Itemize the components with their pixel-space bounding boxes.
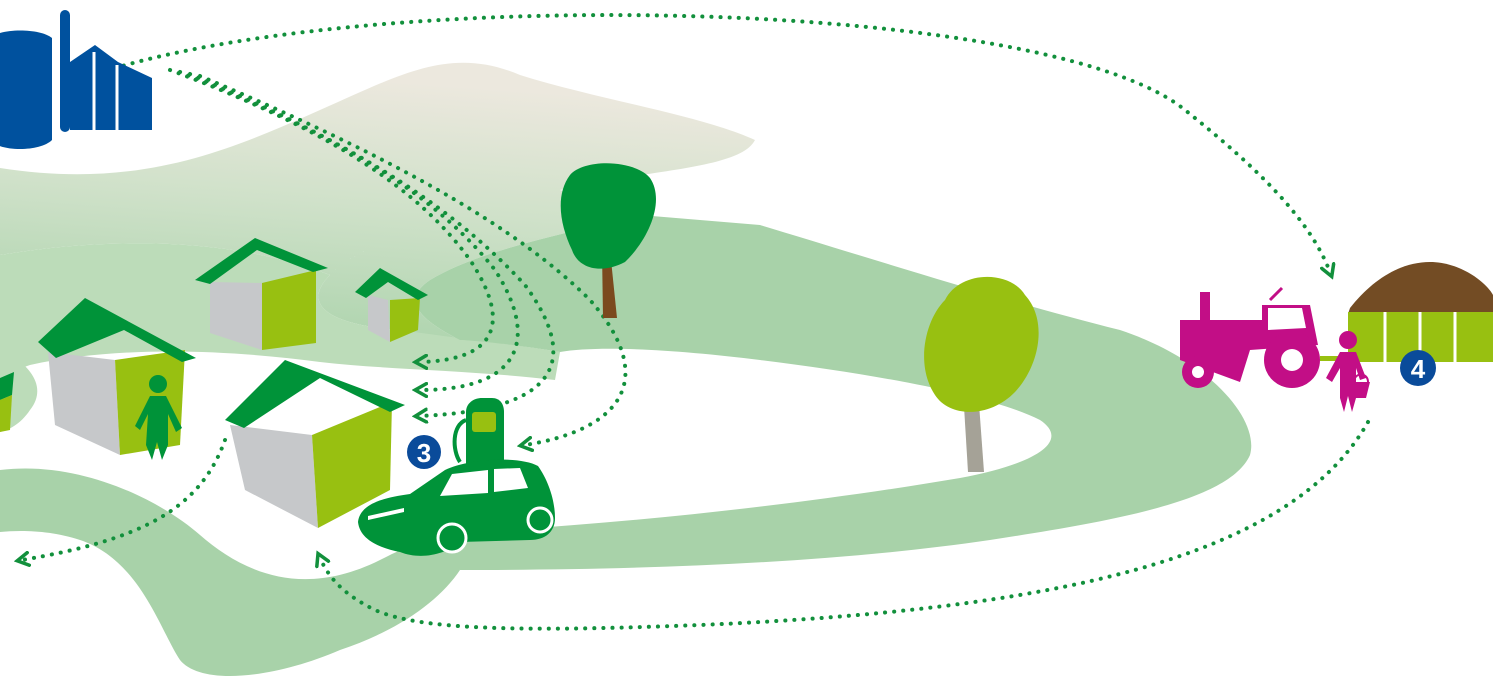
tree-icon	[560, 163, 656, 318]
fuel-pump-icon	[452, 398, 504, 470]
tractor-icon	[1180, 286, 1320, 388]
flow-path-farm-to-town	[320, 420, 1370, 631]
house-icon	[225, 360, 405, 528]
house-icon	[355, 268, 428, 342]
person-icon	[135, 375, 182, 460]
bucket-icon	[1352, 373, 1370, 398]
car-icon	[358, 459, 555, 556]
plant-chimney	[60, 10, 70, 132]
flow-paths	[22, 13, 1370, 631]
badge-farm: 4	[1400, 350, 1436, 386]
flow-path-town-to-left	[22, 438, 227, 560]
house-icon	[195, 238, 328, 350]
tree-icon	[924, 276, 1039, 472]
road-lower	[0, 468, 460, 677]
biogas-plant-icon	[0, 10, 152, 149]
plant-building	[70, 45, 152, 130]
plant-tank	[0, 30, 52, 149]
house-icon	[0, 372, 14, 432]
road-upper-faded	[0, 62, 755, 341]
flow-path-plant-to-pump	[188, 72, 556, 416]
road-middle-right	[415, 215, 1252, 570]
badge-3-label: 3	[417, 438, 431, 468]
badge-4-label: 4	[1411, 354, 1426, 384]
flow-path-plant-to-car	[198, 74, 628, 445]
badge-fuel-station: 3	[407, 435, 441, 469]
winding-road	[0, 62, 1252, 677]
flow-path-plant-to-farm	[113, 13, 1330, 272]
